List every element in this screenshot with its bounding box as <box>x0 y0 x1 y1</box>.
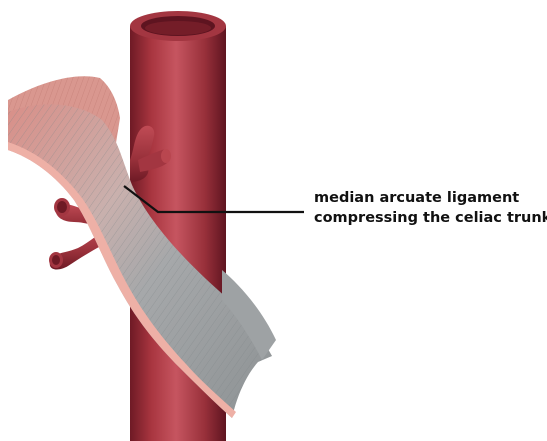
callout-line-2: compressing the celiac trunk <box>314 208 544 228</box>
callout-label: median arcuate ligament compressing the … <box>314 188 544 228</box>
callout-line-1: median arcuate ligament <box>314 188 544 208</box>
